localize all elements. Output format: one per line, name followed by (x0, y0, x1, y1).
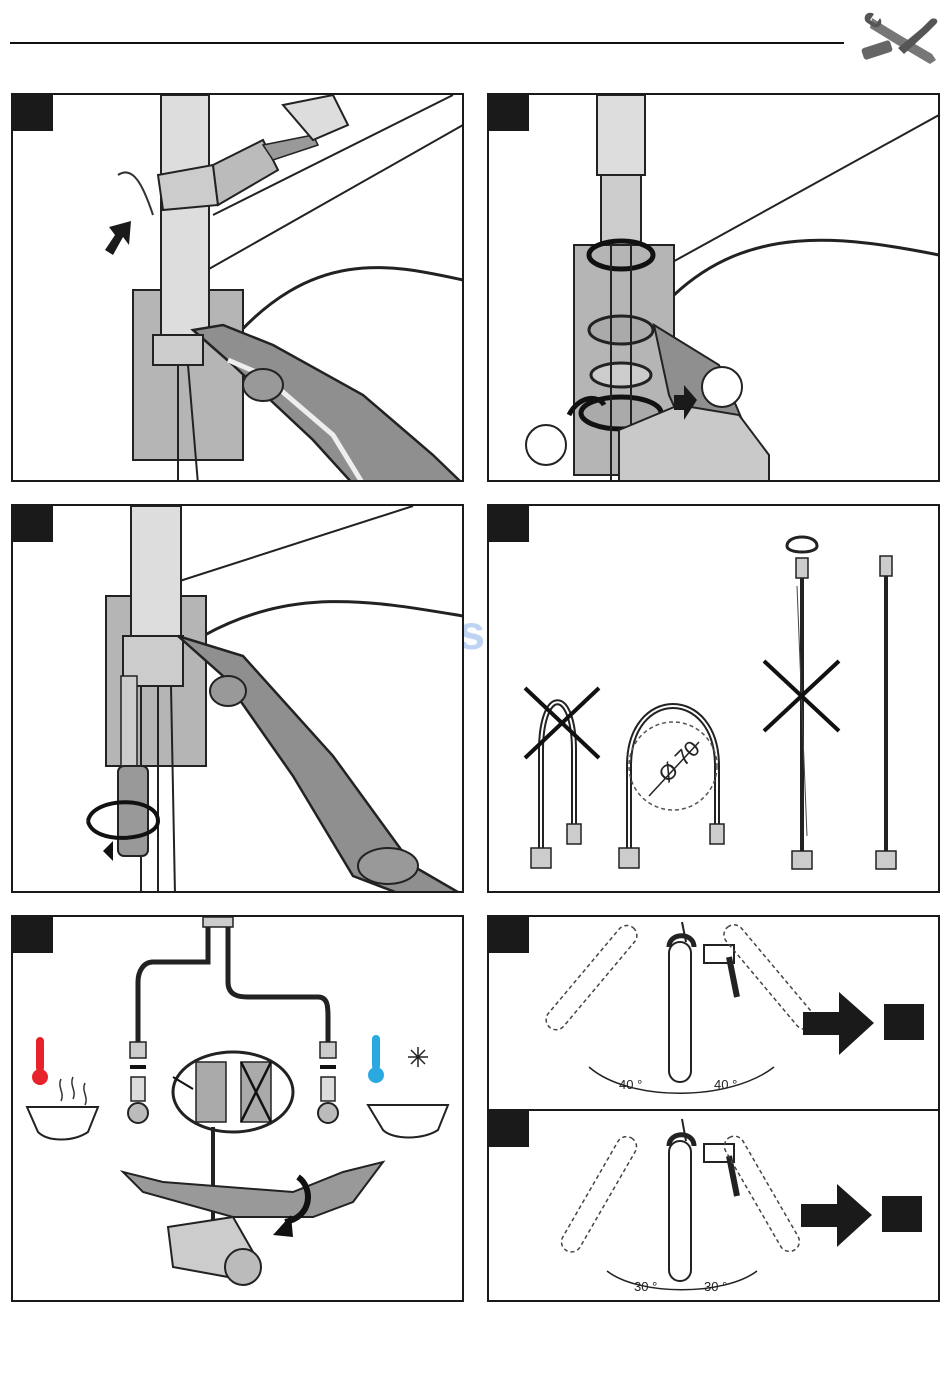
rotation-40-illustration: 40 ° 40 ° (489, 917, 940, 1111)
faucet-install-illustration (13, 95, 464, 482)
panel-rotation-40: 40 ° 40 ° (487, 915, 940, 1111)
header-rule (10, 42, 844, 44)
panel-connect-supply (11, 915, 464, 1302)
step-reference-marker (882, 1196, 922, 1232)
thermometer-cold-icon (368, 1035, 384, 1083)
arrow-right-icon (803, 992, 874, 1055)
angle-label-left-40: 40 ° (619, 1077, 642, 1092)
angle-label-left-30: 30 ° (634, 1279, 657, 1294)
panel-remove-escutcheon (11, 93, 464, 482)
tools-icon (858, 8, 942, 68)
angle-label-right-40: 40 ° (714, 1077, 737, 1092)
hose-bending-illustration: Ø 70 (489, 506, 940, 893)
rotation-30-illustration: 30 ° 30 ° (489, 1111, 940, 1302)
panel-remove-mounting-rings (487, 93, 940, 482)
step-reference-marker (884, 1004, 924, 1040)
panel-hose-bending: Ø 70 (487, 504, 940, 893)
thermometer-hot-icon (32, 1037, 48, 1085)
panel-tighten-nut (11, 504, 464, 893)
panel-rotation-30: 30 ° 30 ° (487, 1109, 940, 1302)
mounting-rings-illustration (489, 95, 940, 482)
tighten-nut-illustration (13, 506, 464, 893)
angle-label-right-30: 30 ° (704, 1279, 727, 1294)
arrow-right-icon (801, 1184, 872, 1247)
connect-supply-illustration (13, 917, 464, 1302)
